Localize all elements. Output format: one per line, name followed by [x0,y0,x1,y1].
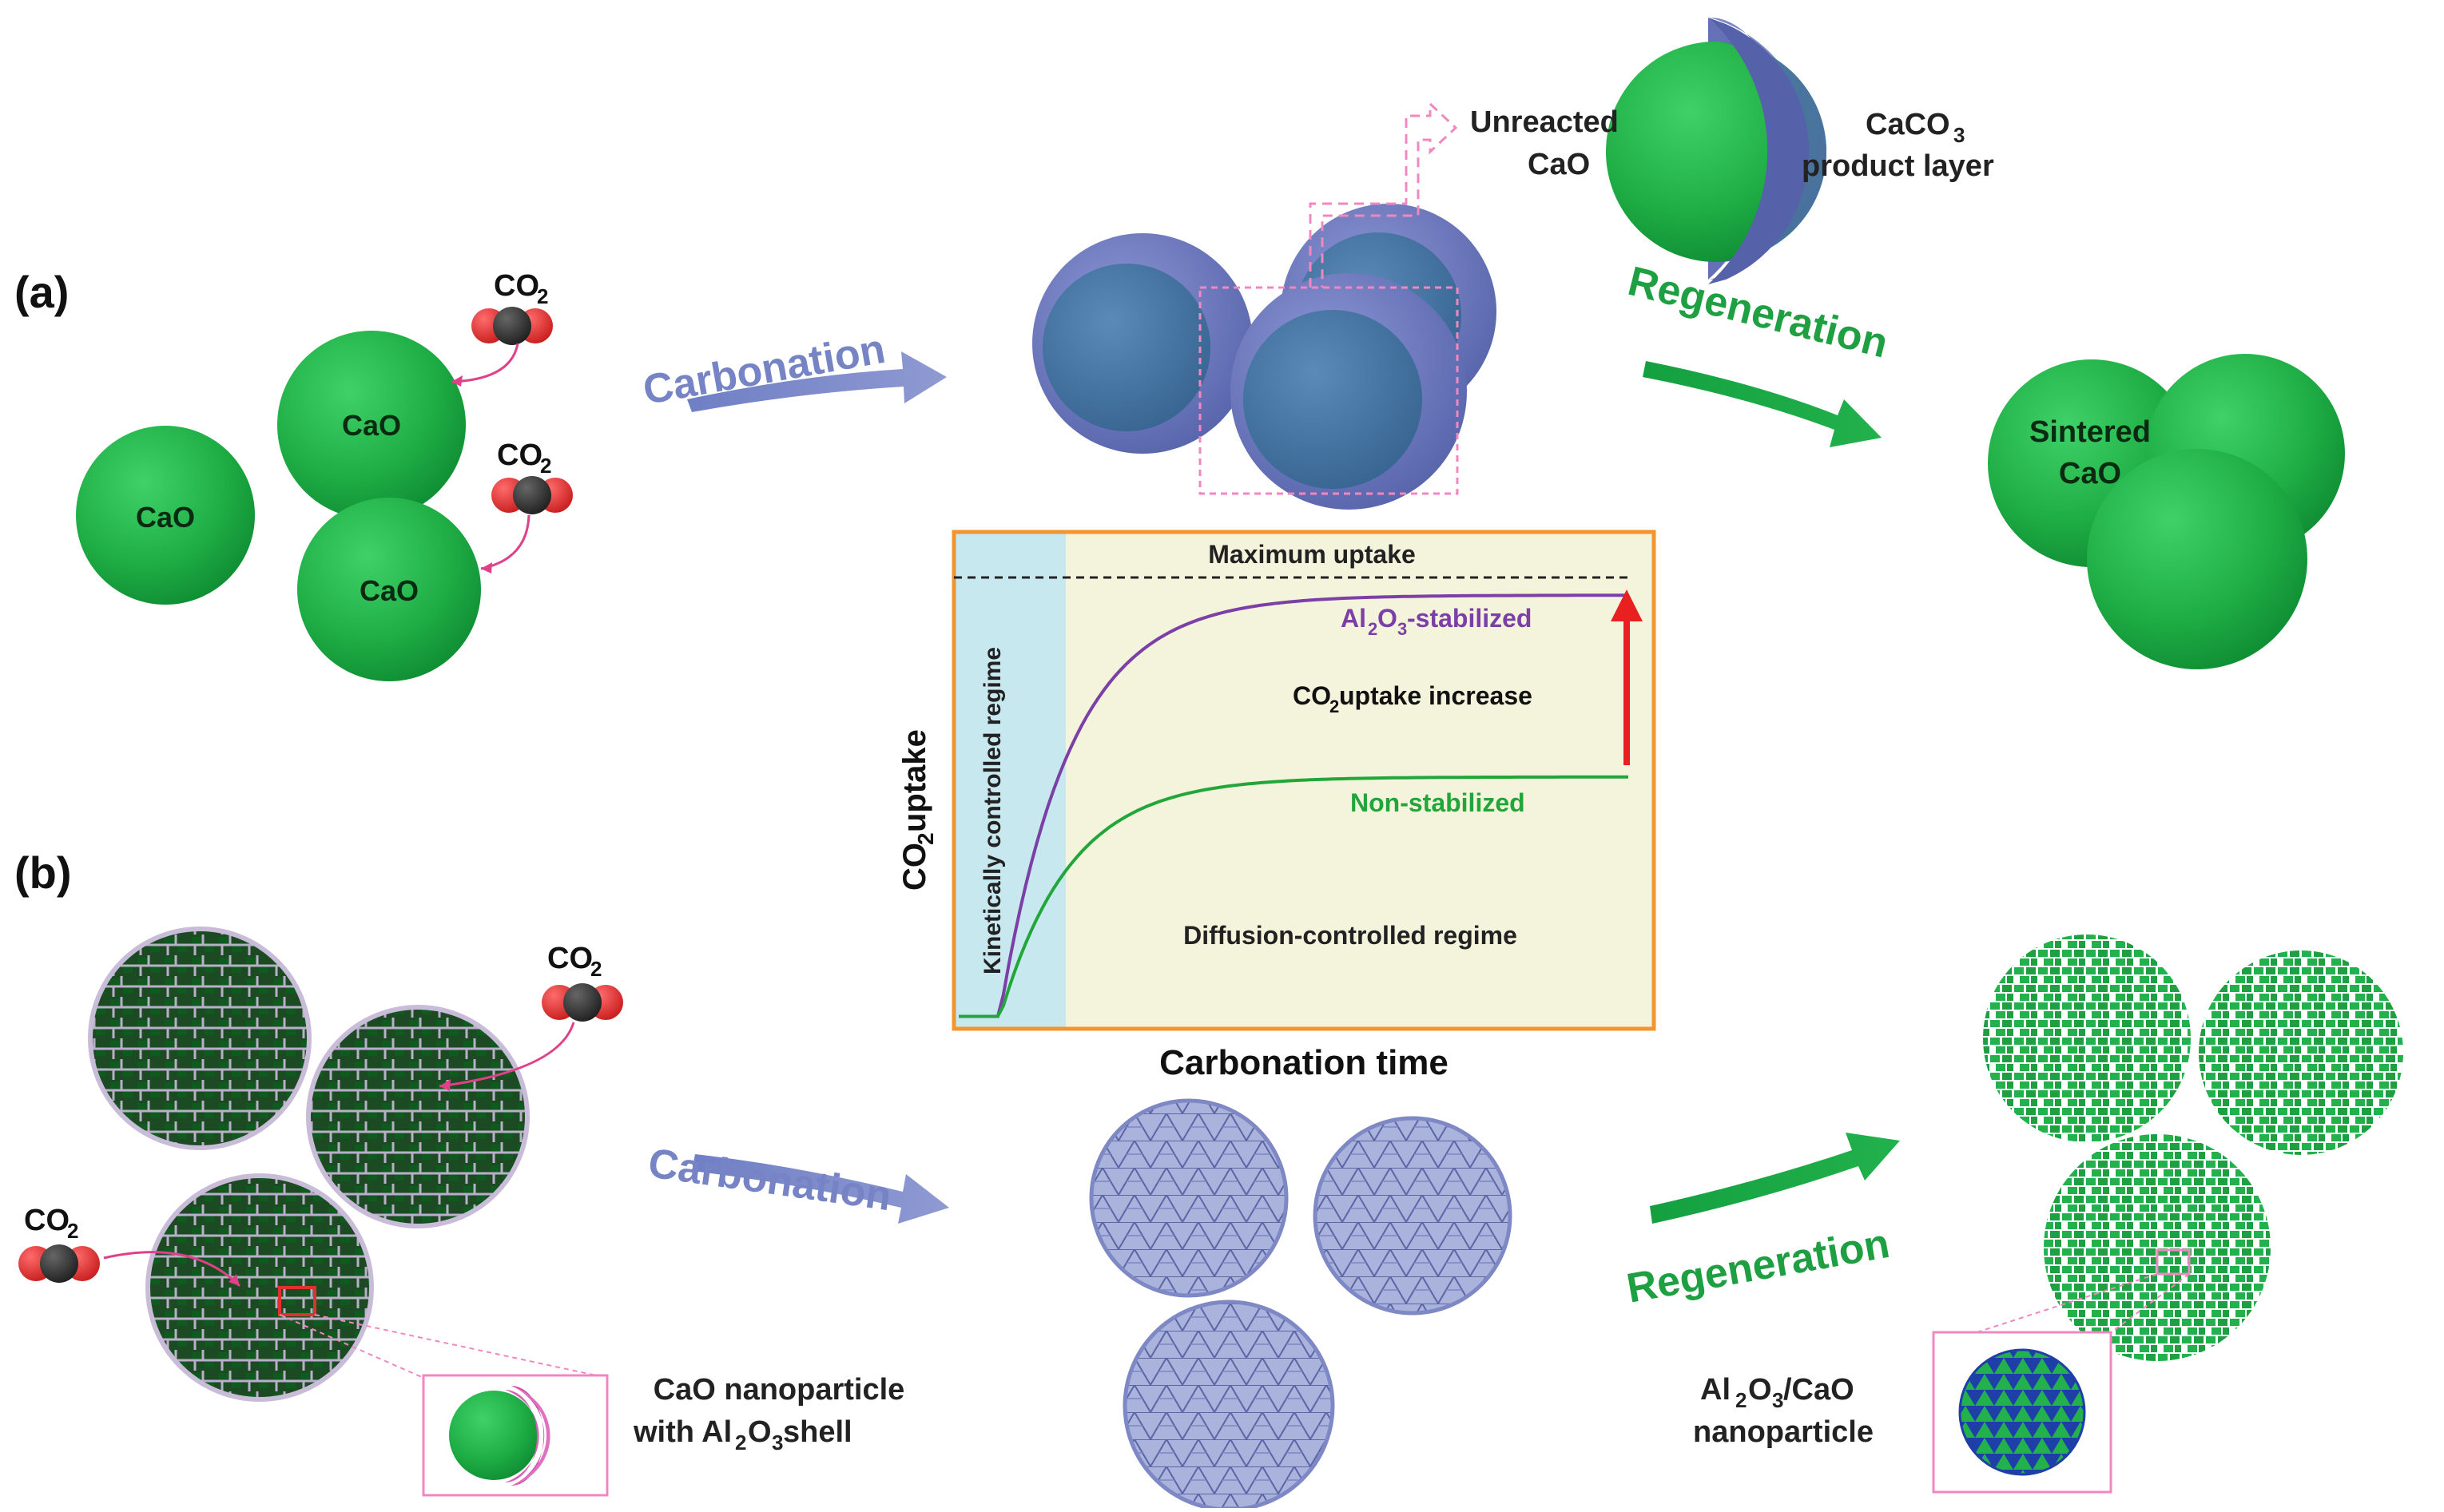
cao-particle-bottom: CaO [297,498,481,681]
svg-text:-stabilized: -stabilized [1407,604,1532,633]
svg-text:Al: Al [1700,1373,1731,1407]
co2-label: CO [24,1204,70,1237]
shell-label-line2: with Al 2 O 3 shell [633,1415,852,1454]
sintered-label-line2: CaO [2059,457,2121,490]
co2-subscript: 2 [67,1219,78,1243]
carbonated-nano-particles [1089,1098,1512,1512]
svg-text:CO: CO [1293,681,1331,710]
co2-label: CO [547,942,593,975]
zoom-box [278,1286,316,1316]
unreacted-label-line2: CaO [1528,148,1590,181]
nano-cao-particle [306,1005,530,1228]
zoom-lines [1971,1273,2190,1335]
co2-molecule-icon: CO 2 [439,942,623,1091]
uptake-increase-arrow [1611,589,1643,765]
panel-label-b: (b) [14,847,72,898]
uptake-increase-label: CO 2 uptake increase [1293,681,1532,716]
svg-text:O: O [1748,1373,1772,1407]
svg-text:uptake increase: uptake increase [1339,681,1532,710]
regeneration-label: Regeneration [1623,258,1892,367]
kinetic-regime-label: Kinetically controlled regime [980,647,1006,974]
carbonation-arrow-a: Carbonation [640,326,947,414]
cao-particle-left: CaO [76,426,255,605]
regenerated-nano-particles [1983,935,2403,1361]
carbonated-particles [1032,101,1496,510]
zoom-box [2156,1248,2191,1276]
nano-cao-particle [145,1173,374,1402]
svg-text:3: 3 [1772,1388,1783,1412]
svg-text:3: 3 [772,1431,783,1454]
shell-label-line1: CaO nanoparticle [654,1373,905,1407]
diffusion-regime-label: Diffusion-controlled regime [1183,921,1517,950]
svg-text:3: 3 [1397,619,1407,639]
caco3-label: CaCO [1866,108,1950,141]
co2-label: CO [494,269,539,303]
svg-text:with Al: with Al [633,1415,732,1449]
nano-label-line1: Al 2 O 3 /CaO [1700,1373,1854,1412]
nano-label-line2: nanoparticle [1693,1415,1874,1449]
core-shell-particle-inset [1606,18,1826,284]
co2-subscript: 2 [540,454,551,478]
series-label-al2o3-stabilized: Al 2 O 3 -stabilized [1341,604,1532,639]
co2-molecule-icon: CO 2 [480,439,573,573]
chart-frame [952,530,1656,1031]
regeneration-arrow-b: Regeneration [1623,1133,1900,1312]
svg-text:O: O [1377,604,1397,633]
regeneration-label: Regeneration [1623,1220,1893,1312]
svg-text:2: 2 [1329,696,1339,716]
regeneration-arrow-a: Regeneration [1623,258,1893,447]
svg-text:2: 2 [1735,1388,1747,1412]
unreacted-label-line1: Unreacted [1470,105,1619,139]
x-axis-label: Carbonation time [1159,1043,1449,1082]
series-line-al2o3-stabilized [959,593,1628,1018]
kinetic-regime-band [954,532,1066,1029]
svg-text:2: 2 [1368,619,1377,639]
panel-label-a: (a) [14,267,69,317]
caco3-subscript: 3 [1953,123,1965,147]
core-shell-nanoparticle-icon [449,1386,550,1486]
co2-subscript: 2 [590,957,602,981]
series-label-non-stabilized: Non-stabilized [1350,788,1525,817]
carbonation-arrow-b: Carbonation [646,1140,949,1224]
carbonation-label: Carbonation [646,1140,894,1220]
svg-text:2: 2 [735,1431,746,1454]
co2-subscript: 2 [537,284,548,308]
co2-uptake-chart: Maximum uptake Kinetically controlled re… [897,530,1656,1082]
svg-text:Al: Al [1341,604,1366,633]
cao-label: CaO [136,501,195,534]
cao-particle-top: CaO [277,331,466,519]
co2-molecule-icon: CO 2 [18,1204,241,1288]
svg-text:2: 2 [913,832,938,845]
svg-text:CO: CO [897,843,932,891]
cao-label: CaO [342,409,401,442]
sintered-label-line1: Sintered [2029,415,2151,449]
cao-label: CaO [360,574,419,607]
co2-label: CO [497,439,542,472]
zoom-lines [279,1314,608,1379]
svg-text:/CaO: /CaO [1783,1373,1854,1407]
svg-text:shell: shell [783,1415,852,1449]
sintered-cao-particles: Sintered CaO [1988,354,2345,669]
y-axis-label: CO 2 uptake [897,729,938,891]
al2o3-cao-nanoparticle-icon [1958,1348,2086,1476]
max-uptake-label: Maximum uptake [1208,540,1416,569]
product-layer-label: product layer [1802,149,1994,183]
nano-cao-particle [88,927,312,1150]
co2-molecule-icon: CO 2 [451,269,553,387]
svg-text:uptake: uptake [897,729,932,832]
svg-text:O: O [748,1415,772,1449]
series-line-non-stabilized [959,775,1628,1018]
